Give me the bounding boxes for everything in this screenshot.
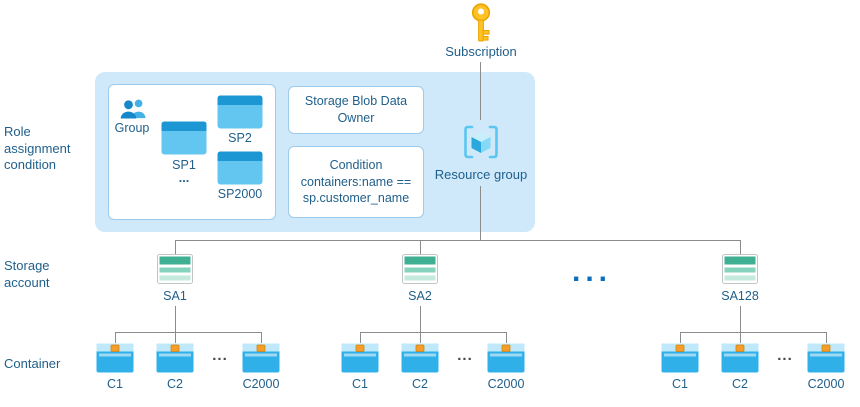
- accounts-ellipsis: ...: [571, 255, 612, 288]
- storage-account-icon: [722, 254, 758, 284]
- connector-line: [680, 332, 827, 333]
- connector-line: [115, 332, 262, 333]
- connector-line: [740, 332, 741, 343]
- connector-line: [506, 332, 507, 343]
- group-label: Group: [114, 121, 150, 135]
- container-ellipsis: ...: [212, 347, 228, 364]
- sp2000-icon: [217, 151, 263, 185]
- container-ellipsis: ...: [777, 347, 793, 364]
- container-label: C1: [352, 377, 368, 391]
- storage-account-icon: [157, 254, 193, 284]
- condition-line-2: containers:name ==: [300, 174, 412, 189]
- side-label-container: Container: [4, 356, 61, 371]
- condition-box: Condition containers:name == sp.customer…: [288, 146, 424, 218]
- subscription-key-icon: [466, 2, 496, 44]
- container-label: C2: [412, 377, 428, 391]
- connector-line: [420, 306, 421, 332]
- resource-group-icon: [459, 120, 503, 164]
- container-icon: [401, 343, 439, 373]
- connector-line: [480, 62, 481, 120]
- connector-line: [740, 306, 741, 332]
- connector-line: [360, 332, 361, 343]
- container-label: C2000: [487, 377, 525, 391]
- group-icon: [119, 97, 149, 119]
- container-label: C1: [672, 377, 688, 391]
- connector-line: [261, 332, 262, 343]
- container-icon: [487, 343, 525, 373]
- container-icon: [96, 343, 134, 373]
- connector-line: [480, 186, 481, 240]
- connector-line: [826, 332, 827, 343]
- resource-group-label: Resource group: [434, 167, 528, 182]
- sp2000-label: SP2000: [217, 187, 263, 201]
- role-name-box: Storage Blob Data Owner: [288, 86, 424, 134]
- container-label: C1: [107, 377, 123, 391]
- container-label: C2: [167, 377, 183, 391]
- sp2-label: SP2: [228, 131, 252, 145]
- connector-line: [420, 332, 421, 343]
- container-label: C2000: [807, 377, 845, 391]
- container-icon: [807, 343, 845, 373]
- connector-line: [175, 240, 176, 254]
- sp2-icon: [217, 95, 263, 129]
- storage-account-group: SA1 ... C1 C2 C2000: [65, 240, 295, 405]
- connector-line: [175, 240, 741, 241]
- container-label: C2: [732, 377, 748, 391]
- container-icon: [242, 343, 280, 373]
- storage-account-label: SA128: [721, 289, 759, 303]
- sp-ellipsis: ...: [178, 171, 190, 185]
- principals-box: Group SP1 ... SP2 SP2000: [108, 84, 276, 220]
- connector-line: [420, 240, 421, 254]
- connector-line: [360, 332, 507, 333]
- side-label-storage-account: Storage account: [4, 258, 50, 290]
- container-icon: [721, 343, 759, 373]
- connector-line: [680, 332, 681, 343]
- condition-line-1: Condition: [329, 157, 383, 172]
- sp1-icon: [161, 121, 207, 155]
- storage-account-group: SA2 ... C1 C2 C2000: [310, 240, 540, 405]
- sp1-label: SP1: [172, 158, 196, 172]
- storage-account-icon: [402, 254, 438, 284]
- storage-account-label: SA1: [163, 289, 187, 303]
- container-icon: [156, 343, 194, 373]
- condition-line-3: sp.customer_name: [302, 191, 410, 206]
- connector-line: [115, 332, 116, 343]
- connector-line: [175, 332, 176, 343]
- connector-line: [740, 240, 741, 254]
- container-label: C2000: [242, 377, 280, 391]
- storage-account-group: SA128 ... C1 C2 C2000: [630, 240, 860, 405]
- side-label-role: Role assignment condition: [4, 124, 71, 173]
- container-ellipsis: ...: [457, 347, 473, 364]
- subscription-label: Subscription: [445, 44, 517, 59]
- connector-line: [175, 306, 176, 332]
- storage-account-label: SA2: [408, 289, 432, 303]
- container-icon: [661, 343, 699, 373]
- container-icon: [341, 343, 379, 373]
- role-name-text: Storage Blob Data Owner: [304, 94, 408, 125]
